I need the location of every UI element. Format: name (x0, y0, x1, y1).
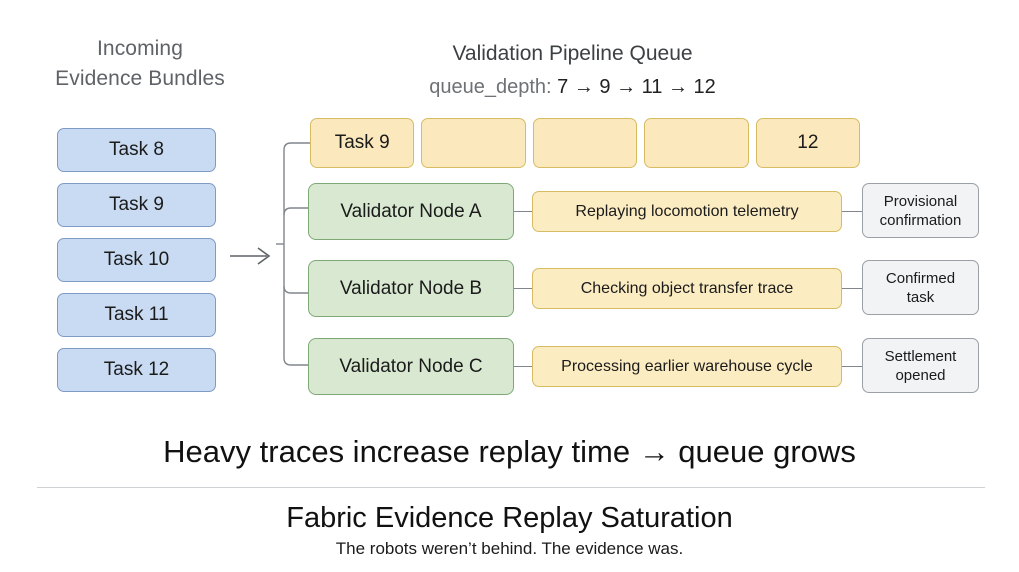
status-label-line2: task (906, 288, 935, 306)
queue-slot-label: 12 (797, 132, 819, 153)
status-label-line2: opened (895, 366, 946, 384)
queue-slot-label: Task 9 (334, 132, 390, 153)
slide-subtitle: The robots weren’t behind. The evidence … (335, 539, 684, 558)
slide-title: Fabric Evidence Replay Saturation (286, 502, 733, 534)
activity-box-c[interactable]: Processing earlier warehouse cycle (532, 346, 842, 387)
pipeline-title: Validation Pipeline Queue (452, 42, 693, 65)
connector-node-a-activity (514, 211, 532, 212)
activity-label: Replaying locomotion telemetry (575, 202, 799, 220)
queue-slot-4[interactable] (644, 118, 749, 168)
validator-node-label: Validator Node B (339, 277, 483, 299)
queue-slot-3[interactable] (532, 118, 638, 168)
activity-box-a[interactable]: Replaying locomotion telemetry (532, 191, 842, 232)
status-box-a[interactable]: Provisional confirmation (862, 183, 979, 238)
task-chip-12[interactable]: Task 12 (57, 348, 216, 392)
task-chip-label: Task 8 (109, 139, 164, 160)
status-label-line1: Provisional (883, 192, 958, 210)
activity-box-b[interactable]: Checking object transfer trace (532, 268, 842, 309)
right-arrow-icon (230, 247, 271, 265)
incoming-bundles-heading-line1: Incoming (96, 37, 183, 60)
connector-node-b-activity (514, 288, 532, 289)
task-chip-label: Task 12 (103, 359, 170, 380)
status-label-line2: confirmation (879, 211, 962, 229)
task-chip-label: Task 10 (103, 249, 170, 270)
status-box-b[interactable]: Confirmed task (862, 260, 979, 315)
validator-node-label: Validator Node A (340, 200, 482, 222)
task-chip-11[interactable]: Task 11 (57, 293, 216, 337)
activity-label: Processing earlier warehouse cycle (561, 357, 813, 375)
task-chip-8[interactable]: Task 8 (57, 128, 216, 172)
connector-activity-c-status (842, 366, 862, 367)
connector-activity-b-status (842, 288, 862, 289)
task-chip-10[interactable]: Task 10 (57, 238, 216, 282)
queue-depth-readout: queue_depth: 7 → 9 → 11 → 12 (300, 74, 845, 100)
queue-slot-2[interactable] (421, 118, 526, 168)
connector-node-c-activity (514, 366, 532, 367)
status-box-c[interactable]: Settlement opened (862, 338, 979, 393)
status-label-line1: Confirmed (885, 269, 956, 287)
incoming-bundles-heading-line2: Evidence Bundles (55, 67, 225, 90)
activity-label: Checking object transfer trace (580, 279, 794, 297)
validator-node-c[interactable]: Validator Node C (308, 338, 514, 395)
validator-node-b[interactable]: Validator Node B (308, 260, 514, 317)
status-label-line1: Settlement (884, 347, 957, 365)
task-chip-label: Task 9 (109, 194, 164, 215)
footer-divider (37, 487, 985, 488)
queue-depth-label: queue_depth: (429, 76, 552, 98)
queue-slot-row: Task 9 12 (310, 118, 861, 168)
task-chip-label: Task 11 (104, 304, 169, 325)
queue-depth-sequence: 7 → 9 → 11 → 12 (557, 76, 716, 98)
validator-node-a[interactable]: Validator Node A (308, 183, 514, 240)
validator-node-label: Validator Node C (339, 355, 483, 377)
pipeline-bracket-icon (276, 142, 310, 366)
connector-activity-a-status (842, 211, 862, 212)
queue-slot-5[interactable]: 12 (755, 118, 861, 168)
task-chip-9[interactable]: Task 9 (57, 183, 216, 227)
incoming-bundles-heading: Incoming Evidence Bundles (18, 34, 262, 94)
summary-caption: Heavy traces increase replay time → queu… (163, 434, 856, 469)
queue-slot-1[interactable]: Task 9 (310, 118, 415, 168)
